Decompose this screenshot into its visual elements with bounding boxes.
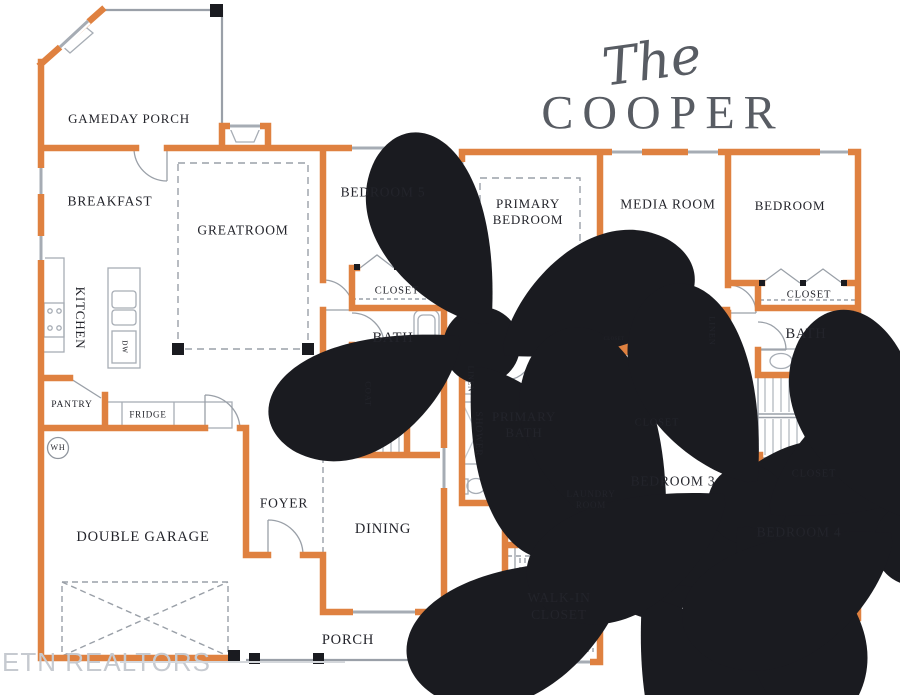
room-label-closet-tr: CLOSET [786, 289, 832, 301]
bump-seat [229, 127, 261, 143]
kitchen-island [107, 267, 141, 369]
floor1-dashed-lines [61, 162, 444, 657]
room-label-bath2: BATH [785, 325, 827, 342]
bedroom5-door [322, 279, 354, 311]
bath2-door [757, 321, 787, 351]
room-label-fridge: FRIDGE [129, 409, 167, 420]
room-label-laundry-room: LAUNDRY ROOM [566, 488, 616, 510]
room-label-primary-bedroom: PRIMARY BEDROOM [492, 195, 564, 227]
room-label-porch: PORCH [321, 631, 375, 648]
room-label-double-garage: DOUBLE GARAGE [76, 528, 210, 545]
room-label-kitchen: KITCHEN [73, 286, 89, 350]
room-label-walkin-closet: WALK-IN CLOSET [527, 590, 591, 622]
room-label-closet-b3: CLOSET [634, 417, 680, 429]
greatroom-ceiling-dashed [177, 162, 309, 350]
closet-tr-bifold-doors [761, 268, 843, 284]
room-label-bedroom4: BEDROOM 4 [756, 524, 842, 540]
room-label-primary-bath: PRIMARY BATH [491, 408, 557, 440]
garage-entry-door [204, 394, 241, 429]
dishwasher [111, 330, 137, 364]
kitchen-counter [41, 257, 65, 353]
room-label-foyer: FOYER [259, 495, 309, 511]
room-label-water-heater: WH [50, 443, 66, 452]
room-label-greatroom: GREATROOM [197, 222, 289, 238]
room-label-bedroom-tr: BEDROOM [754, 197, 826, 213]
room-label-bedroom3: BEDROOM 3 [630, 473, 716, 489]
water-heater [46, 436, 70, 460]
room-label-media-room: MEDIA ROOM [620, 196, 716, 212]
fridge-counter [104, 401, 233, 429]
room-label-media-closet: CLOSET [603, 336, 625, 342]
room-label-closet-b4: CLOSET [791, 468, 837, 480]
bath2-sink [769, 352, 793, 370]
breakfast-door [133, 147, 168, 182]
room-label-dining: DINING [354, 520, 412, 537]
room-label-bedroom5: BEDROOM 5 [340, 184, 426, 200]
room-label-dishwasher: DW [120, 340, 129, 354]
bedroom-tr-door [727, 284, 757, 314]
room-label-linen-bath: LINEN [466, 365, 476, 393]
room-label-linen-hall: LINEN [707, 316, 718, 346]
room-label-bath1: BATH [372, 329, 414, 346]
pantry-door [70, 378, 102, 399]
watermark-line [120, 661, 345, 663]
stove [43, 302, 65, 338]
front-door [267, 519, 304, 556]
porch-edge-lines [102, 8, 446, 662]
room-label-closet5: CLOSET [374, 285, 420, 297]
room-label-breakfast: BREAKFAST [67, 193, 153, 209]
garage-door-dashed [61, 581, 229, 657]
title-name: COOPER [541, 86, 785, 140]
room-label-pantry: PANTRY [51, 400, 93, 411]
sink [111, 290, 137, 309]
room-label-gameday-porch: GAMEDAY PORCH [68, 110, 190, 126]
room-label-shower: SHOWER [472, 411, 483, 457]
room-label-coat: COAT [363, 381, 374, 407]
